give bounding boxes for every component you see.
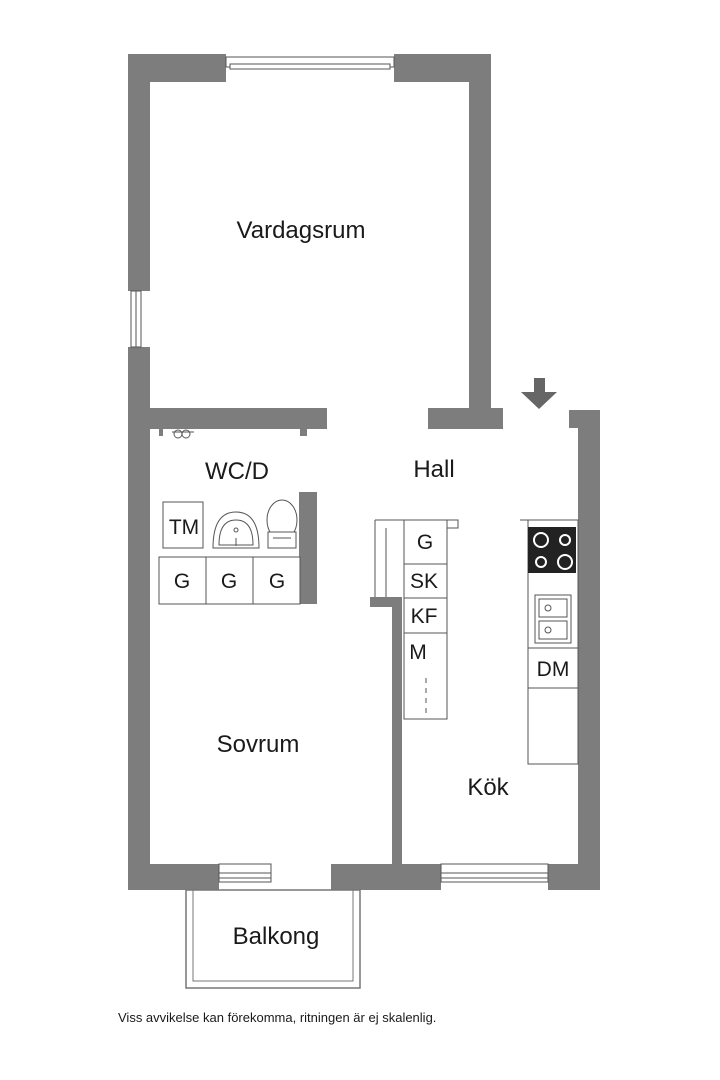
window-left — [130, 290, 142, 348]
toilet-icon — [266, 499, 298, 549]
stove-icon — [528, 527, 576, 573]
wall-bedroom-kitchen — [392, 597, 402, 865]
balcony — [185, 889, 361, 989]
window-top — [225, 56, 395, 70]
wall-left-lower — [128, 347, 150, 890]
window-bedroom — [218, 863, 272, 883]
room-label-sovrum: Sovrum — [217, 731, 300, 758]
windows — [130, 56, 549, 883]
room-label-wc: WC/D — [205, 458, 269, 485]
wall-living-bottom-left — [128, 408, 327, 429]
sk-cabinet — [403, 563, 448, 599]
kf-cabinet — [403, 597, 448, 634]
wall-hall-stub — [370, 597, 402, 607]
hall-storage — [374, 519, 459, 720]
wc-door-stub-right — [300, 428, 307, 436]
fixture-label-g-wc-2: G — [221, 570, 237, 593]
wardrobe-2 — [205, 556, 254, 605]
wc-fixtures — [158, 429, 301, 605]
window-kitchen — [440, 863, 549, 883]
wall-living-bottom-right — [428, 408, 503, 429]
fixture-label-g-hall: G — [417, 531, 433, 554]
wc-light-icon — [172, 429, 194, 439]
wall-wc-right — [299, 492, 317, 604]
room-label-hall: Hall — [413, 456, 454, 483]
tm-box — [162, 501, 204, 549]
entrance-arrow-icon — [521, 378, 557, 409]
wardrobe-1 — [158, 556, 207, 605]
washbasin-icon — [212, 511, 260, 549]
wardrobe-3 — [252, 556, 301, 605]
fixture-label-kf: KF — [411, 605, 438, 628]
fixture-label-g-wc-1: G — [174, 570, 190, 593]
fixture-label-sk: SK — [410, 570, 438, 593]
wall-bottom-1 — [128, 864, 219, 890]
fixture-label-tm: TM — [169, 516, 199, 539]
wall-left-upper — [128, 54, 150, 291]
fixture-label-m: M — [409, 641, 427, 664]
wall-bottom-3 — [548, 864, 600, 890]
walls — [128, 54, 600, 890]
wall-kitchen-right — [578, 410, 600, 890]
kitchen-counter — [520, 519, 579, 765]
m-cabinet — [403, 632, 448, 720]
hall-g-cabinet — [403, 519, 448, 565]
disclaimer-note: Viss avvikelse kan förekomma, ritningen … — [118, 1010, 437, 1025]
fixture-label-g-wc-3: G — [269, 570, 285, 593]
sink-icon — [534, 594, 572, 644]
wall-bottom-2 — [331, 864, 441, 890]
room-label-kok: Kök — [467, 774, 509, 801]
fixture-label-dm: DM — [537, 658, 570, 681]
room-label-balkong: Balkong — [233, 923, 320, 950]
wc-door-stub-left — [159, 428, 163, 436]
room-label-vardagsrum: Vardagsrum — [237, 217, 366, 244]
wall-living-right — [469, 54, 491, 429]
